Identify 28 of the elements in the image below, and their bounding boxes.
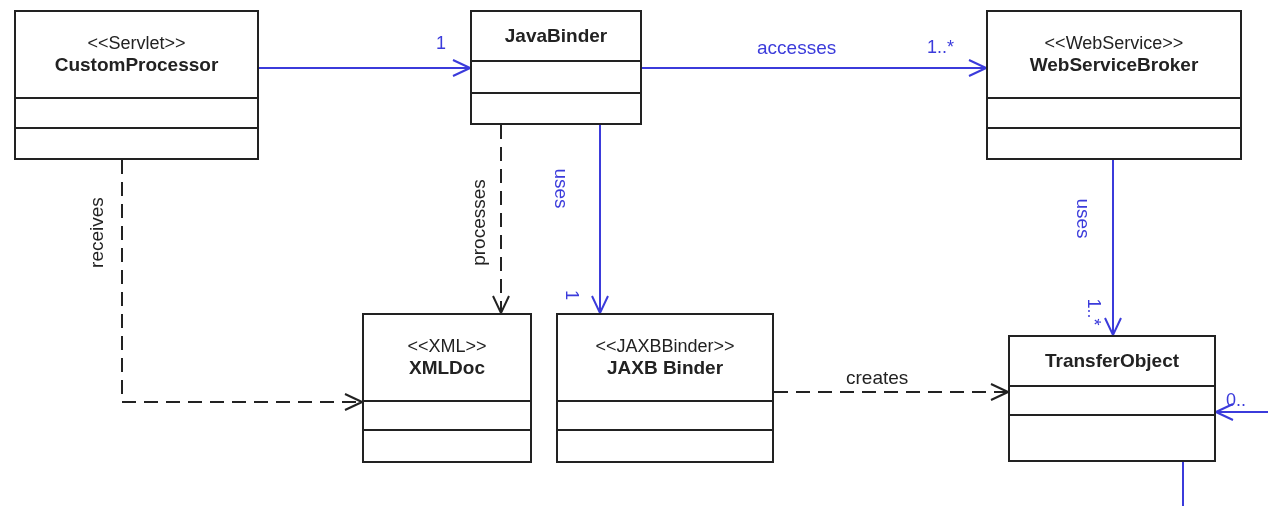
dependency-arrow bbox=[492, 124, 510, 314]
stereotype-label: <<JAXBBinder>> bbox=[595, 336, 735, 357]
class-name: JAXB Binder bbox=[606, 357, 724, 379]
stereotype-label: <<XML>> bbox=[407, 336, 487, 357]
dependency-arrow bbox=[773, 383, 1009, 401]
class-name: TransferObject bbox=[1044, 350, 1180, 372]
class-box bbox=[556, 313, 774, 463]
class-name: CustomProcessor bbox=[54, 54, 219, 76]
class-box bbox=[362, 313, 532, 463]
class-name: XMLDoc bbox=[409, 357, 485, 379]
class-box bbox=[986, 10, 1242, 160]
class-box bbox=[1008, 335, 1216, 462]
class-name: JavaBinder bbox=[504, 25, 608, 47]
stereotype-label: <<WebService>> bbox=[1044, 33, 1184, 54]
association-arrow bbox=[1182, 403, 1268, 506]
multiplicity-label: 1..* bbox=[1084, 298, 1102, 326]
dependency-arrow bbox=[121, 159, 363, 411]
association-arrow bbox=[641, 59, 987, 77]
multiplicity-label: 1..* bbox=[927, 38, 955, 56]
association-arrow bbox=[1104, 159, 1122, 336]
class-box bbox=[470, 10, 642, 125]
stereotype-label: <<Servlet>> bbox=[87, 33, 186, 54]
class-box bbox=[14, 10, 259, 160]
association-arrow bbox=[258, 59, 471, 77]
association-arrow bbox=[591, 124, 609, 314]
multiplicity-label: 1 bbox=[436, 34, 446, 52]
multiplicity-label: 1 bbox=[563, 290, 581, 300]
class-name: WebServiceBroker bbox=[1029, 54, 1199, 76]
